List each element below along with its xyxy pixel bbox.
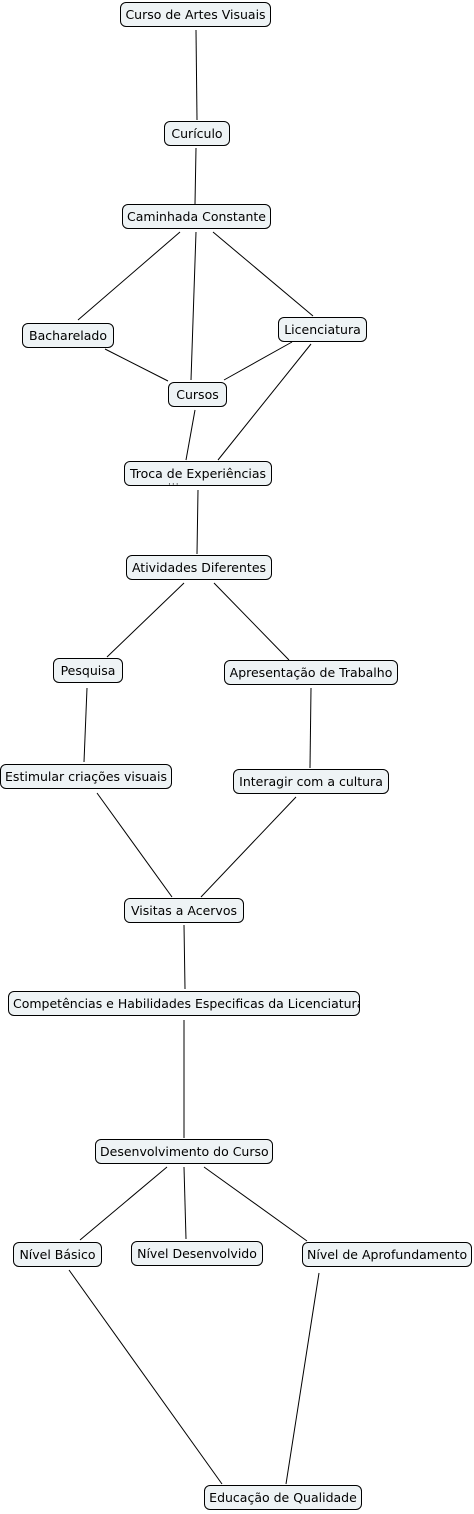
node-pesquisa[interactable]: Pesquisa [53, 658, 123, 683]
node-troca-de-experiencias[interactable]: Troca de Experiências [124, 461, 272, 486]
node-label: Interagir com a cultura [239, 774, 383, 789]
connector-interagir-visitas [200, 796, 297, 898]
node-label: Estimular criações visuais [5, 769, 167, 784]
node-nivel-de-aprofundamento[interactable]: Nível de Aprofundamento [302, 1242, 472, 1267]
node-label: Competências e Habilidades Especificas d… [13, 996, 360, 1011]
connector-desenvolvimento-basico [79, 1166, 168, 1241]
node-estimular-criacoes-visuais[interactable]: Estimular criações visuais [0, 764, 172, 789]
node-visitas-a-acervos[interactable]: Visitas a Acervos [124, 898, 244, 923]
node-curso-de-artes-visuais[interactable]: Curso de Artes Visuais [120, 2, 271, 27]
node-curriculo[interactable]: Curículo [164, 121, 230, 146]
connector-caminhada-cursos [190, 231, 197, 381]
node-educacao-de-qualidade[interactable]: Educação de Qualidade [204, 1485, 362, 1510]
resize-handle-dots: ··· [168, 480, 180, 490]
node-interagir-com-a-cultura[interactable]: Interagir com a cultura [233, 769, 389, 794]
node-label: Curículo [171, 126, 223, 141]
connector-licenciatura-troca [217, 343, 312, 461]
connector-caminhada-licenciatura [212, 231, 314, 317]
connector-caminhada-bacharelado [77, 231, 181, 321]
node-bacharelado[interactable]: Bacharelado [22, 323, 114, 348]
node-label: Nível Básico [19, 1247, 96, 1262]
node-competencias-e-habilidades[interactable]: Competências e Habilidades Especificas d… [8, 991, 360, 1016]
node-label: Nível de Aprofundamento [307, 1247, 468, 1262]
connector-pesquisa-estimular [83, 687, 88, 763]
node-label: Troca de Experiências [129, 466, 267, 481]
connector-atividades-pesquisa [106, 582, 185, 658]
node-atividades-diferentes[interactable]: Atividades Diferentes [126, 555, 272, 580]
node-nivel-desenvolvido[interactable]: Nível Desenvolvido [131, 1241, 263, 1266]
connector-bacharelado-cursos [104, 348, 169, 382]
node-label: Educação de Qualidade [209, 1490, 357, 1505]
connector-apresentacao-interagir [309, 687, 312, 769]
node-nivel-basico[interactable]: Nível Básico [13, 1242, 102, 1267]
connector-troca-atividades [196, 489, 199, 555]
node-label: Cursos [176, 387, 219, 402]
node-label: Apresentação de Trabalho [229, 665, 393, 680]
connector-curso-curriculo [195, 29, 198, 121]
node-label: Bacharelado [29, 328, 107, 343]
connector-desenvolvimento-desenvolvido [183, 1166, 187, 1240]
node-label: Nível Desenvolvido [137, 1246, 257, 1261]
connector-visitas-competencias [183, 924, 186, 990]
connector-aprofundamento-educacao [285, 1272, 320, 1485]
connector-atividades-apresentacao [213, 582, 290, 661]
connector-desenvolvimento-aprofundamento [203, 1166, 308, 1242]
node-label: Curso de Artes Visuais [125, 7, 266, 22]
node-label: Desenvolvimento do Curso [100, 1144, 269, 1159]
node-caminhada-constante[interactable]: Caminhada Constante [122, 204, 271, 229]
node-label: Caminhada Constante [127, 209, 266, 224]
node-licenciatura[interactable]: Licenciatura [278, 317, 367, 342]
connector-curriculo-caminhada [194, 147, 197, 205]
connector-licenciatura-cursos [223, 341, 293, 381]
node-desenvolvimento-do-curso[interactable]: Desenvolvimento do Curso [95, 1139, 273, 1164]
node-label: Licenciatura [284, 322, 361, 337]
node-cursos[interactable]: Cursos [168, 382, 227, 407]
node-label: Atividades Diferentes [131, 560, 267, 575]
node-apresentacao-de-trabalho[interactable]: Apresentação de Trabalho [224, 660, 398, 685]
connector-cursos-troca [185, 409, 196, 461]
connector-basico-educacao [68, 1269, 223, 1485]
node-label: Pesquisa [60, 663, 116, 678]
connector-estimular-visitas [96, 792, 173, 898]
node-label: Visitas a Acervos [130, 903, 237, 918]
